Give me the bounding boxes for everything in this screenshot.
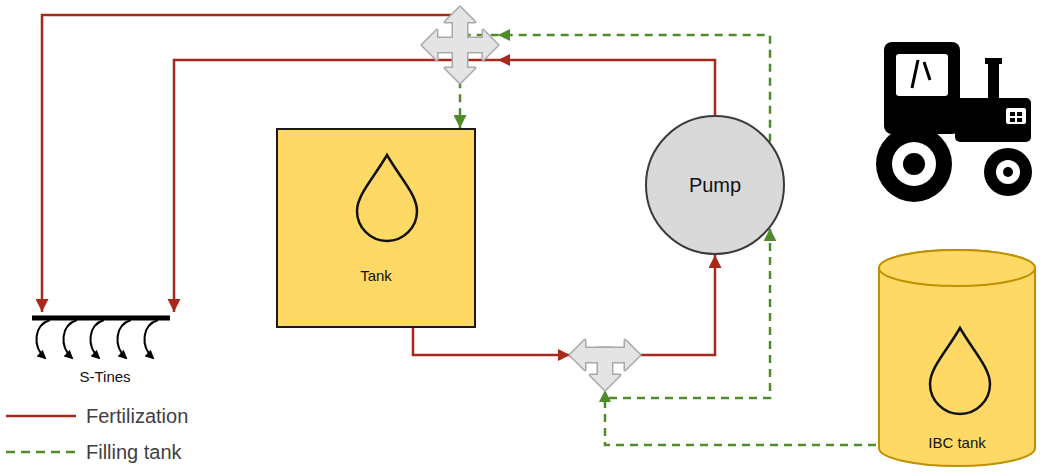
legend-line-sample [6,447,76,457]
node-label: Pump [689,174,741,197]
arrowhead [498,29,510,41]
ibc-tank-cylinder: IBC tank [876,246,1038,470]
connector-line [605,228,876,445]
tank-box: Tank [276,128,476,328]
legend-entry: Fertilization [6,398,188,434]
tractor-icon [876,42,1032,202]
node-label: IBC tank [928,434,986,451]
node-label: Tank [360,267,392,284]
arrowhead [558,349,570,361]
pump-circle: Pump [645,115,785,255]
legend-label: Filling tank [86,441,182,464]
node-outline [278,130,474,326]
flow-connector [605,228,876,445]
node-label: S-Tines [79,368,130,385]
s-tines-node: S-Tines [28,312,182,394]
legend-entry: Filling tank [6,434,188,470]
legend-label: Fertilization [86,405,188,428]
legend: FertilizationFilling tank [6,398,188,470]
valve-symbol [570,340,640,390]
legend-line-sample [6,411,76,421]
arrowhead [498,54,510,66]
arrowhead [599,390,611,402]
valve-symbol [422,7,498,83]
